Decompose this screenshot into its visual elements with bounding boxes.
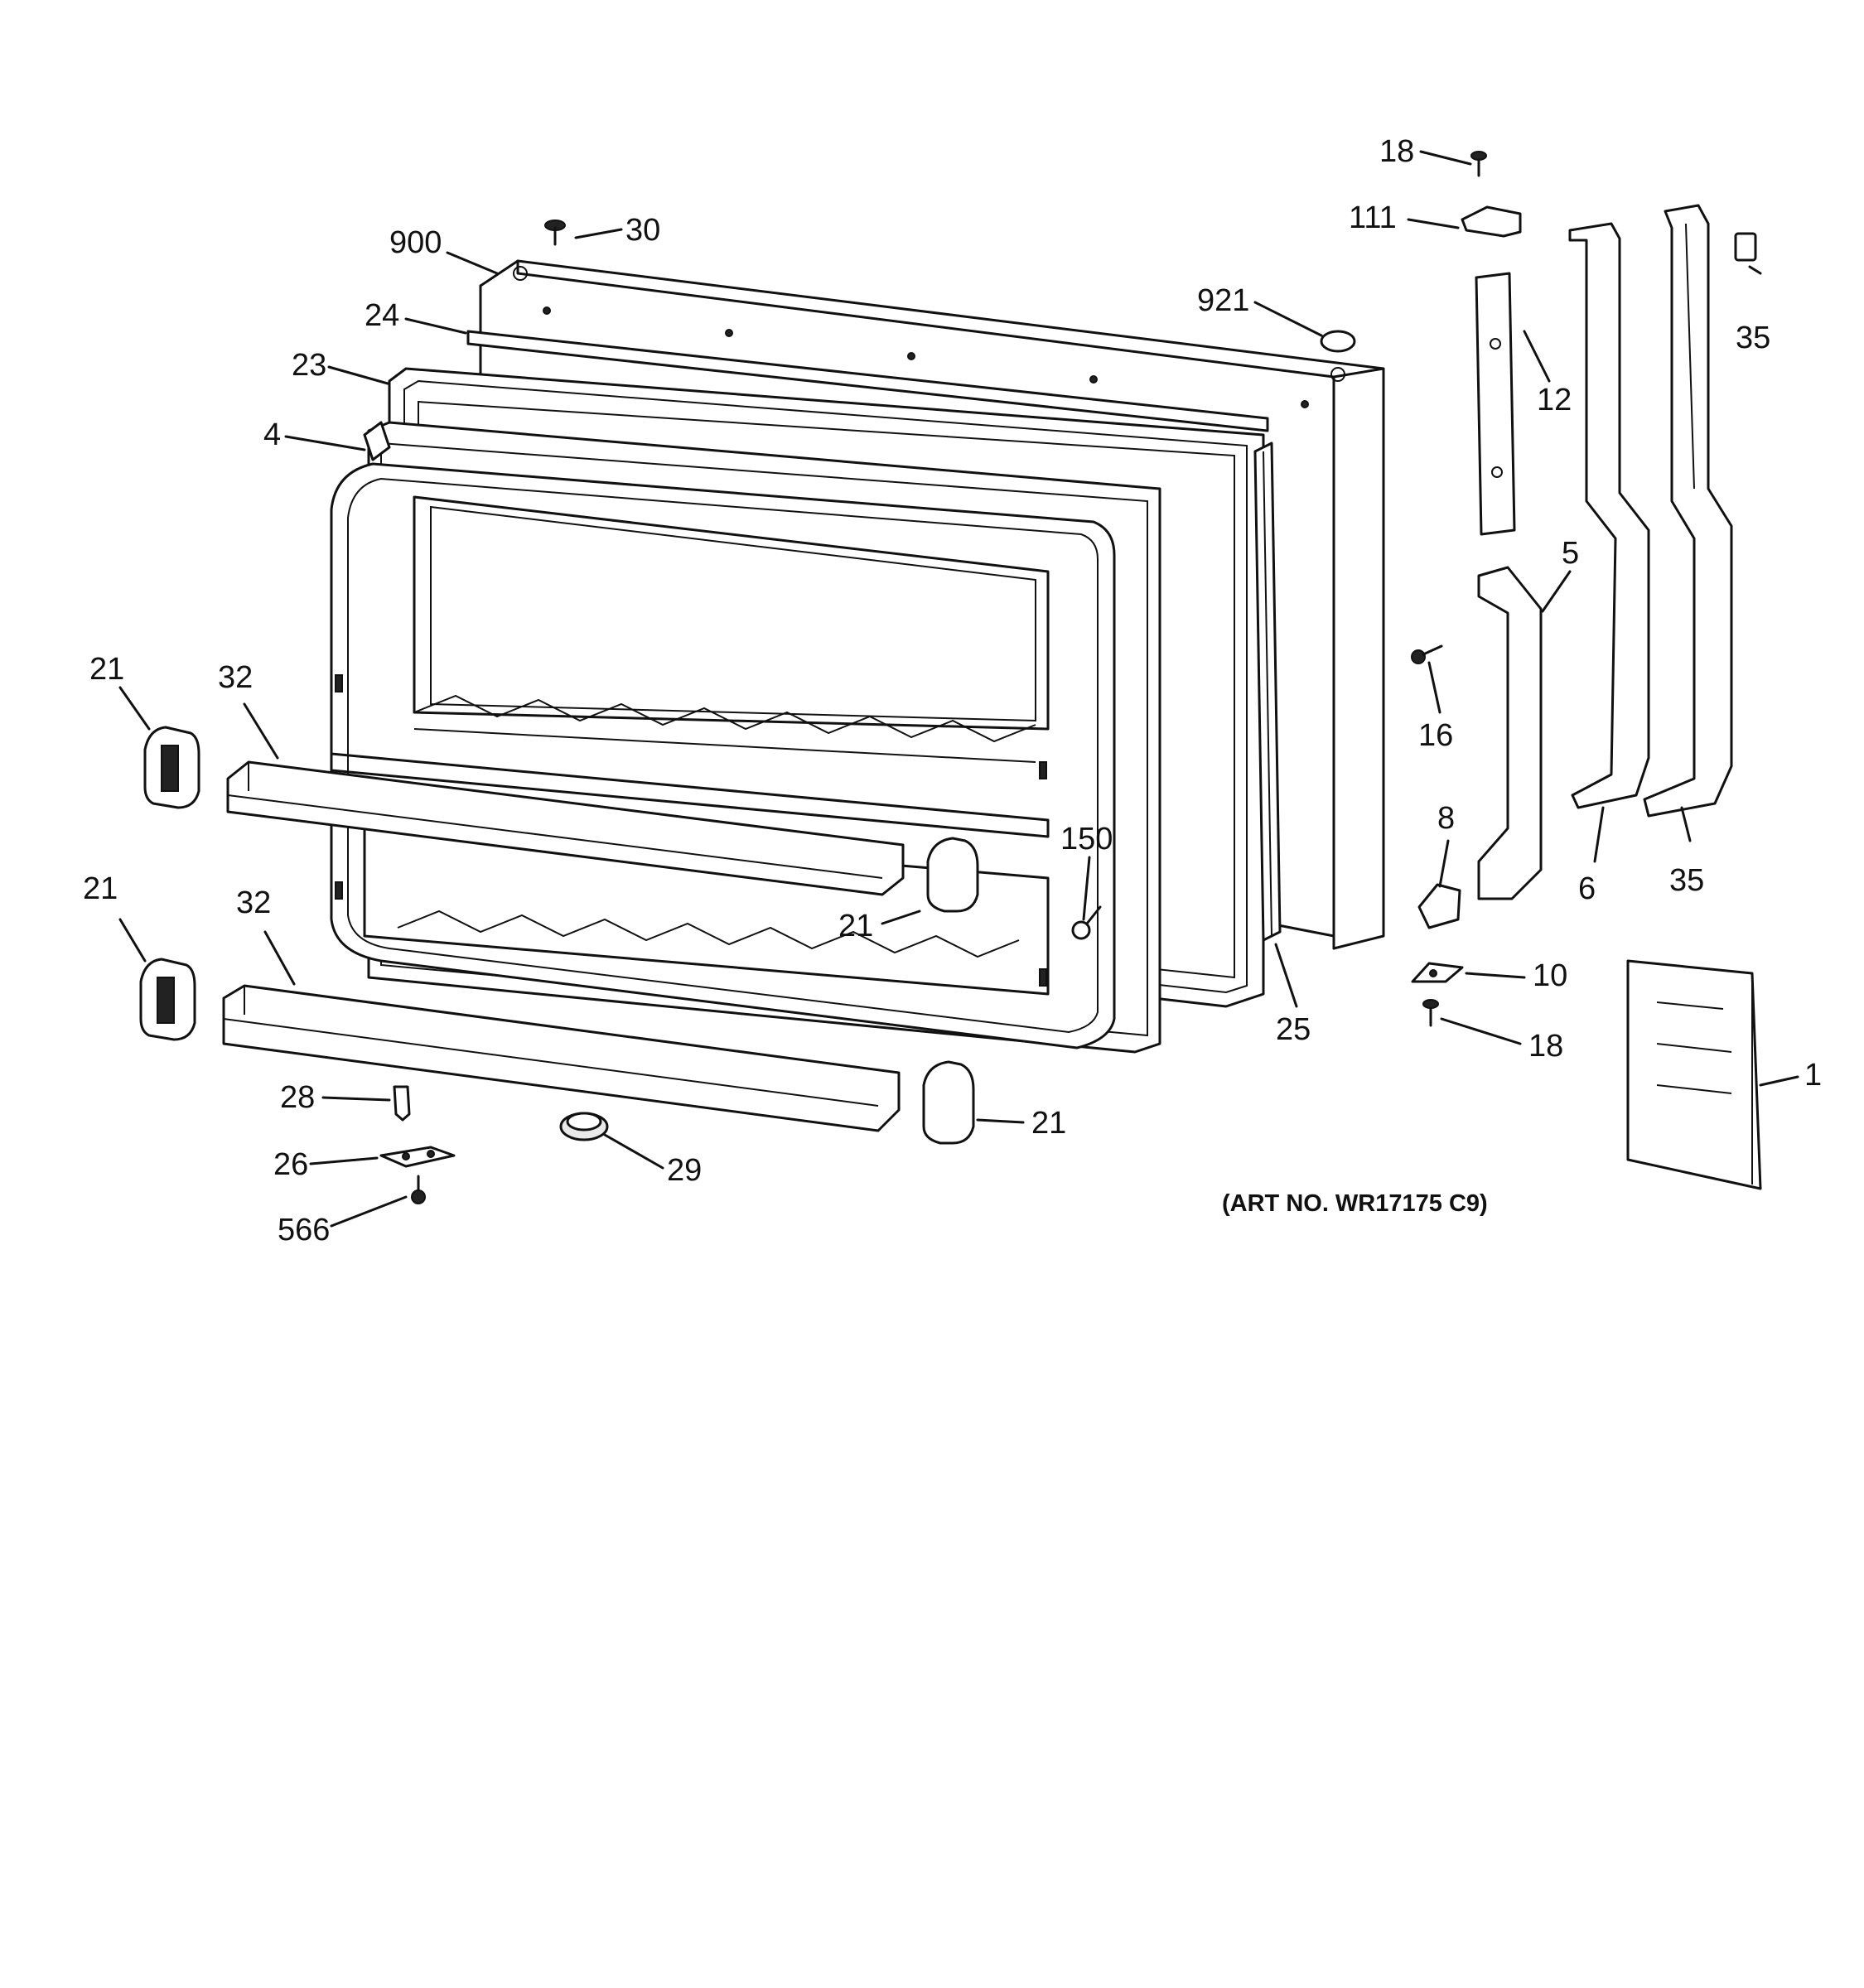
plug-921 — [1320, 330, 1356, 353]
manual-1 — [1626, 959, 1762, 1190]
label-23: 23 — [292, 348, 326, 383]
screw-30 — [544, 220, 566, 246]
end-cap-upper-right — [926, 837, 979, 913]
label-900: 900 — [389, 225, 442, 260]
end-cap-lower-right — [922, 1060, 975, 1145]
shelf-bar-lower — [222, 984, 901, 1132]
breaker-strip — [466, 330, 1269, 432]
handle-6 — [1568, 222, 1650, 809]
label-35-top: 35 — [1736, 321, 1770, 355]
leader-lines — [118, 150, 1799, 1228]
bracket-111 — [1461, 205, 1522, 238]
hinge-plate-26 — [379, 1146, 456, 1168]
screw-150 — [1071, 905, 1102, 940]
shelf-bar-upper — [226, 760, 905, 896]
label-35-bottom: 35 — [1669, 863, 1704, 898]
bushing-29 — [559, 1112, 609, 1141]
art-number: (ART NO. WR17175 C9) — [1222, 1190, 1488, 1217]
trim-cap-35 — [1734, 232, 1757, 262]
screw-16 — [1411, 644, 1443, 664]
label-111: 111 — [1349, 200, 1397, 235]
label-21-lower-right: 21 — [1031, 1106, 1066, 1141]
label-150: 150 — [1060, 822, 1113, 856]
inner-gasket-strip — [1253, 442, 1282, 942]
upper-shelf-ridges — [413, 694, 1036, 763]
label-566: 566 — [278, 1213, 330, 1247]
screw-566 — [411, 1175, 426, 1204]
screw-18-top — [1470, 151, 1487, 177]
label-8: 8 — [1437, 801, 1455, 836]
label-28: 28 — [280, 1080, 315, 1115]
label-5: 5 — [1562, 536, 1579, 571]
label-16: 16 — [1418, 718, 1453, 753]
label-18-bottom: 18 — [1528, 1029, 1563, 1064]
label-21-upper-left: 21 — [89, 652, 124, 687]
label-24: 24 — [365, 298, 399, 333]
label-21-lower-left: 21 — [83, 871, 118, 906]
label-921: 921 — [1197, 283, 1249, 318]
bracket-10 — [1411, 962, 1464, 983]
label-30: 30 — [625, 213, 660, 248]
screw-28 — [393, 1085, 411, 1122]
door-liner — [330, 462, 1116, 1049]
label-26: 26 — [273, 1147, 308, 1182]
label-32-upper: 32 — [218, 660, 253, 695]
label-12: 12 — [1537, 383, 1572, 417]
handle-35 — [1643, 204, 1733, 818]
end-cap-upper-left — [143, 726, 200, 809]
end-cap-lower-left — [139, 958, 196, 1041]
part-labels: 900 30 24 23 4 921 18 111 12 35 5 16 8 6… — [83, 134, 1822, 1247]
label-25: 25 — [1276, 1012, 1311, 1047]
label-21-upper-right: 21 — [838, 909, 873, 943]
handle-bracket-5 — [1477, 566, 1543, 900]
screw-18-bottom — [1422, 999, 1439, 1027]
hinge-bracket-12 — [1475, 272, 1516, 536]
label-10: 10 — [1533, 958, 1567, 993]
label-1: 1 — [1804, 1058, 1822, 1093]
label-18-top: 18 — [1379, 134, 1414, 169]
label-29: 29 — [667, 1153, 702, 1188]
bracket-8 — [1417, 883, 1461, 929]
lower-shelf-ridges — [397, 910, 1020, 958]
label-32-lower: 32 — [236, 885, 271, 920]
label-6: 6 — [1578, 871, 1596, 906]
label-4: 4 — [263, 417, 281, 452]
